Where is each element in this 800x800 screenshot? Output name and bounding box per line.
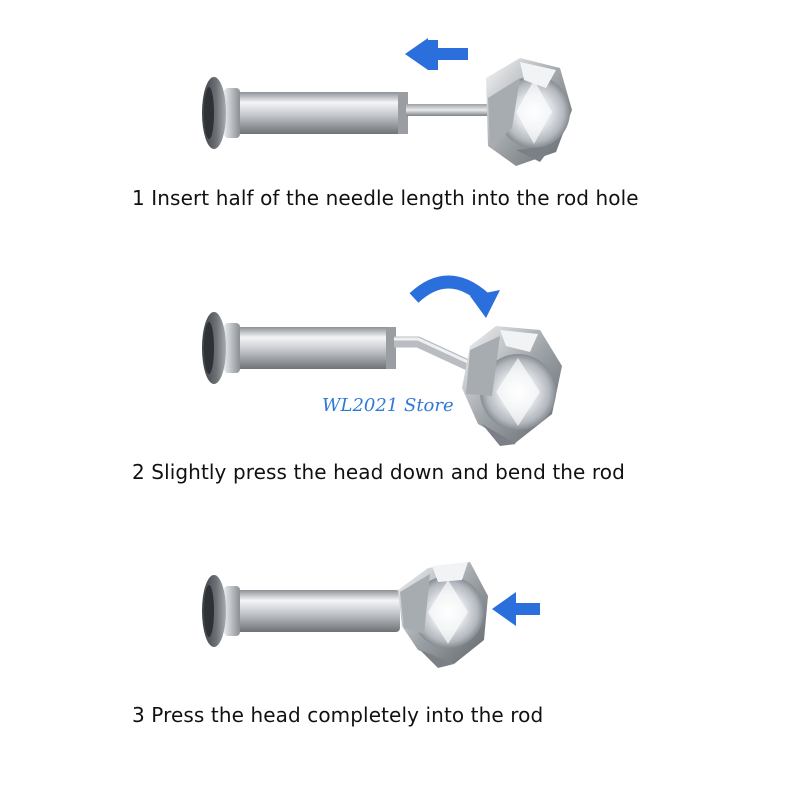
- step-3-instruction: 3 Press the head completely into the rod: [132, 703, 544, 727]
- step-1-instruction: 1 Insert half of the needle length into …: [132, 186, 639, 210]
- bent-needle-pin: [394, 336, 473, 371]
- gem-head: [398, 562, 488, 668]
- step-1-illustration: [202, 38, 572, 166]
- barbell-rod: [202, 77, 408, 149]
- barbell-rod: [202, 575, 400, 647]
- step-3-illustration: [202, 562, 540, 668]
- curved-arrow-icon: [409, 275, 500, 318]
- step-2-illustration: [202, 275, 562, 446]
- step-2-instruction: 2 Slightly press the head down and bend …: [132, 460, 625, 484]
- left-arrow-icon: [405, 38, 468, 70]
- gem-head: [462, 326, 562, 446]
- barbell-rod: [202, 312, 396, 384]
- left-arrow-icon: [492, 592, 540, 626]
- gem-head: [486, 58, 572, 166]
- needle-pin: [406, 104, 490, 116]
- store-watermark: WL2021 Store: [322, 395, 454, 416]
